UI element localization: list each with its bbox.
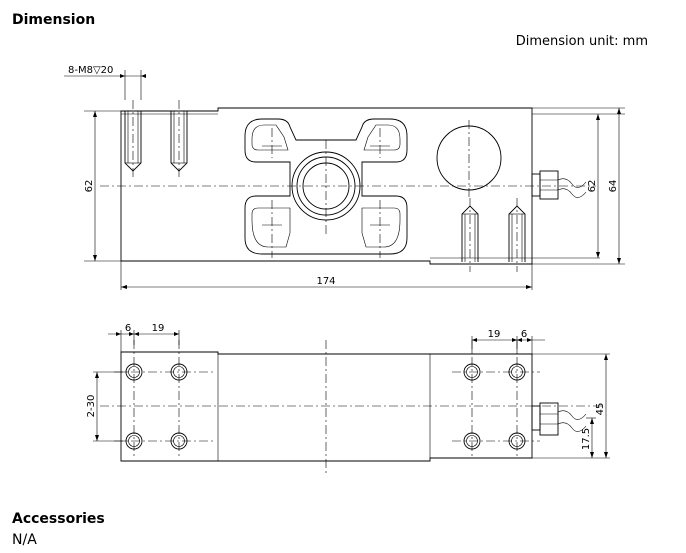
- dimension-unit-note: Dimension unit: mm: [515, 34, 648, 49]
- right-outer-height-label: 64: [608, 180, 619, 193]
- accessories-heading: Accessories: [12, 511, 105, 527]
- top-view-body-outline: [120, 351, 533, 462]
- front-left-threaded-holes: [124, 100, 188, 178]
- hole-spacing-label: 2-30: [86, 395, 97, 418]
- top-cable-gland: [531, 402, 587, 436]
- left-edge-offset-label: 6: [125, 323, 131, 334]
- front-length-dimension: 174: [120, 261, 533, 290]
- top-right-offset-dimensions: 19 6: [471, 329, 545, 354]
- right-hole-pitch-label: 19: [488, 329, 501, 340]
- front-right-height-dimensions: 62 64: [532, 107, 625, 265]
- front-cable-gland: [531, 170, 587, 200]
- top-left-offset-dimensions: 6 19: [108, 323, 180, 352]
- top-hole-spacing-dimension: 2-30: [86, 371, 126, 442]
- cable-offset-label: 17.5: [581, 428, 592, 450]
- front-center-cutout: [244, 118, 408, 258]
- thread-spec-label: 8-M8▽20: [68, 65, 113, 76]
- dimension-heading: Dimension: [12, 12, 96, 28]
- top-right-width-dimensions: 45 17.5: [532, 353, 610, 459]
- accessories-value: N/A: [12, 532, 37, 548]
- left-height-label: 62: [84, 180, 95, 193]
- front-left-height-dimension: 62: [84, 110, 121, 262]
- right-inner-height-label: 62: [587, 180, 598, 193]
- top-mounting-holes: [114, 340, 540, 458]
- width-label: 45: [595, 403, 606, 416]
- front-right-threaded-holes: [461, 198, 526, 272]
- front-view: 8-M8▽20 62 174 62: [64, 65, 625, 290]
- top-view: 6 19 19 6 2-30: [86, 323, 610, 474]
- length-label: 174: [316, 276, 335, 287]
- right-edge-offset-label: 6: [521, 329, 527, 340]
- thread-callout: 8-M8▽20: [64, 65, 146, 100]
- left-hole-pitch-label: 19: [152, 323, 165, 334]
